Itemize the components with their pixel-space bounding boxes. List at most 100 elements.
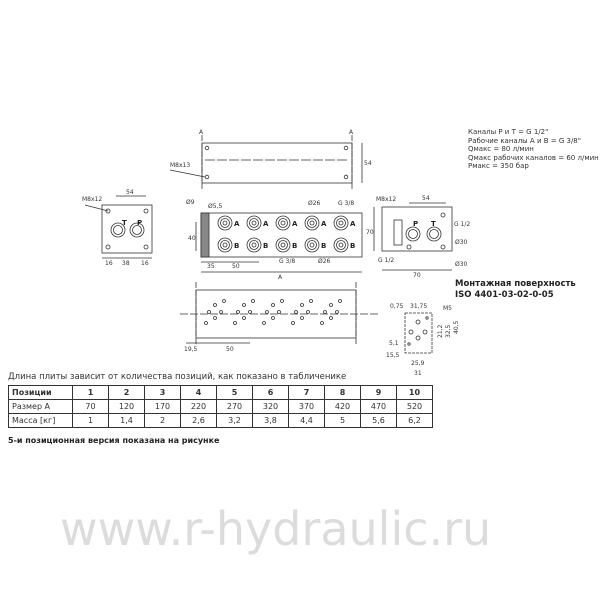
port-hole [275,215,291,231]
thread-label: M8x13 [170,162,190,169]
table-cell: 6 [252,385,289,400]
port-hole [309,220,315,226]
table-cell: 470 [360,399,397,414]
port-hole [220,240,230,250]
dim-label: 31 [414,370,422,377]
port-label: A [234,220,240,228]
table-cell: 5,6 [360,413,397,428]
dim-label: 50 [232,263,240,270]
spec-line: Qмакс = 80 л/мин [468,145,534,154]
dim-label: 19,5 [184,346,198,353]
row-label: Размер A [8,399,73,414]
top-view: A A M8x13 54 [169,129,372,190]
port-hole [336,240,346,250]
mounting-hole [329,316,333,320]
port-hole [249,240,259,250]
dim-label: 54 [364,160,372,167]
table-cell: 5 [216,385,253,400]
thread-label: M8x12 [82,196,102,203]
dim-label: 40,5 [453,320,460,334]
dim-label: G 1/2 [454,221,470,228]
dim-label: 21,2 [437,324,444,338]
mounting-hole [248,310,252,314]
port-hole [275,237,291,253]
dim-label: 54 [126,189,134,196]
dim-label: 35 [207,263,215,270]
mounting-hole [309,299,313,303]
thread-label: M5 [443,305,452,312]
table-cell: 6,2 [396,413,433,428]
port-label: A [263,220,269,228]
port-label: A [350,220,356,228]
port-hole [304,215,320,231]
spec-line: Pмакс = 350 бар [468,162,529,171]
dim-label: 54 [422,195,430,202]
port-hole [249,218,259,228]
table-cell: 2 [144,413,181,428]
port-hole [222,242,228,248]
table-cell: 2,6 [180,413,217,428]
port-hole [222,220,228,226]
dim-a-label: A [278,274,283,281]
mounting-standard: ISO 4401-03-02-0-05 [455,290,554,300]
dim-a-label: A [199,129,204,136]
mounting-hole [294,310,298,314]
dim-label: Ø30 [455,239,468,246]
mounting-hole [222,299,226,303]
mounting-hole [300,316,304,320]
table-cell: 320 [252,399,289,414]
dim-label: 40 [188,235,196,242]
left-side-view: T P 54 M8x12 16 38 16 [82,189,153,267]
port-label: T [431,220,436,228]
mounting-hole [320,321,324,325]
dim-label: 5,1 [389,340,399,347]
port-hole [280,220,286,226]
spec-line: Qмакс рабочих каналов = 60 л/мин [468,153,599,162]
mounting-hole [277,310,281,314]
table-caption: Длина плиты зависит от количества позици… [8,372,347,382]
mounting-title: Монтажная поверхность [455,279,576,289]
dim-label: 0,75 [390,303,404,310]
table-cell: 8 [324,385,361,400]
dim-label: Ø5,5 [208,203,222,210]
mounting-hole [236,310,240,314]
port-hole [333,237,349,253]
port-hole [338,220,344,226]
dim-label: 16 [105,260,113,267]
specifications: Каналы P и T = G 1/2" Рабочие каналы A и… [468,128,599,171]
mounting-hole [335,310,339,314]
dim-label: Ø26 [318,258,331,265]
port-hole [333,215,349,231]
dim-label: 32,5 [445,324,452,338]
port-label: A [321,220,327,228]
table-cell: 5 [324,413,361,428]
port-label: P [413,220,418,228]
table-cell: 3,2 [216,413,253,428]
dim-label: G 3/8 [338,200,354,207]
table-cell: 2 [108,385,145,400]
row-label: Масса [кг] [8,413,73,428]
port-hole [338,242,344,248]
dim-label: 15,5 [386,352,400,359]
port-hole [278,240,288,250]
mounting-hole [265,310,269,314]
port-hole [336,218,346,228]
table-cell: 1,4 [108,413,145,428]
mounting-hole [242,316,246,320]
right-side-view: P T 54 M8x12 G 1/2 Ø30 Ø30 G 1/2 70 70 [366,195,470,279]
mounting-hole [262,321,266,325]
table-cell: 170 [144,399,181,414]
dim-label: 25,9 [411,360,425,367]
dim-label: Ø9 [186,199,195,206]
dim-label: 31,75 [410,303,427,310]
mounting-hole [213,303,217,307]
table-cell: 1 [72,385,109,400]
port-hole [309,242,315,248]
mounting-heading: Монтажная поверхность ISO 4401-03-02-0-0… [455,279,576,301]
mounting-hole [291,321,295,325]
mounting-hole [233,321,237,325]
footnote: 5-и позиционная версия показана на рисун… [8,436,220,445]
dim-label: 38 [122,260,130,267]
